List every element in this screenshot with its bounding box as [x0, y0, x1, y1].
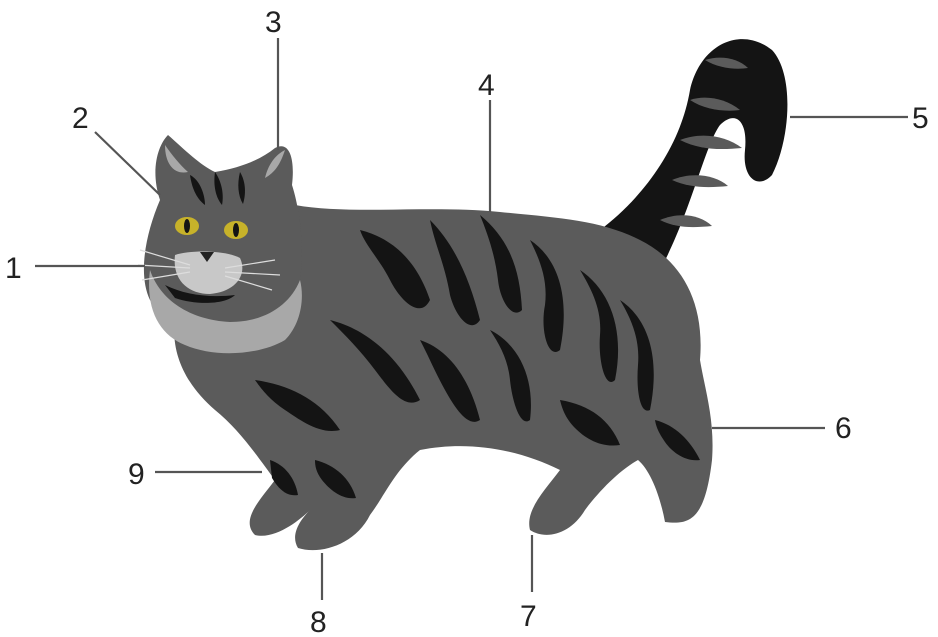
label-3: 3 [265, 6, 282, 39]
label-1: 1 [5, 252, 22, 285]
cat-illustration [138, 39, 787, 550]
label-8: 8 [310, 606, 327, 637]
label-9: 9 [128, 458, 145, 491]
label-4: 4 [478, 69, 495, 102]
label-6: 6 [835, 412, 852, 445]
leader-2 [95, 132, 160, 195]
label-5: 5 [912, 102, 929, 135]
label-2: 2 [72, 102, 89, 135]
label-7: 7 [520, 600, 537, 633]
